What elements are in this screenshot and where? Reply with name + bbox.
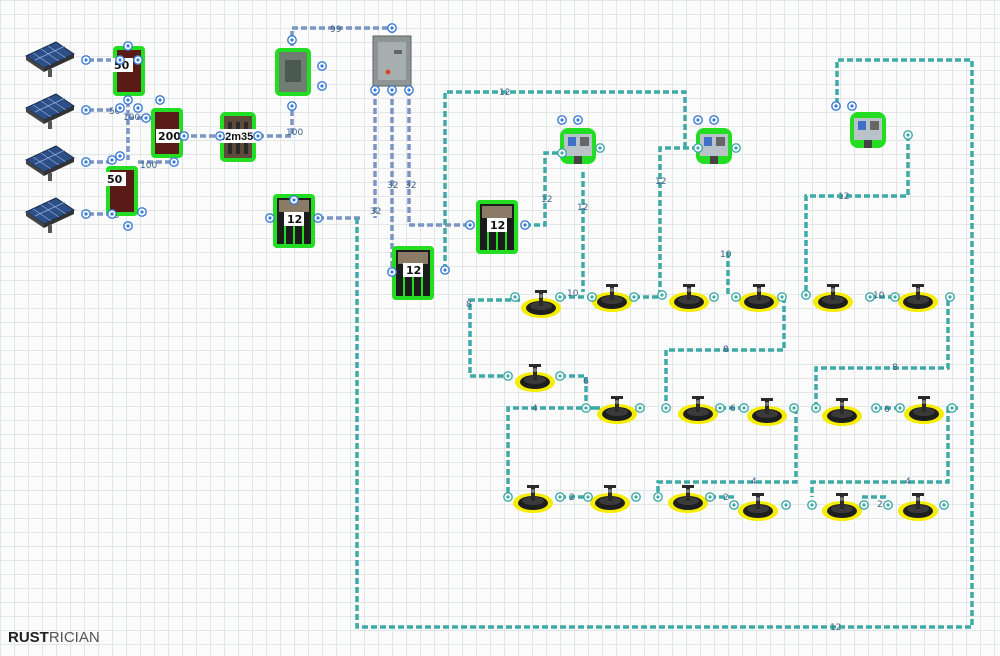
sprinkler-icon[interactable] xyxy=(521,290,561,318)
wire-label: 32 xyxy=(387,181,398,191)
wire-label: 8 xyxy=(892,363,898,373)
sprinkler-icon[interactable] xyxy=(597,396,637,424)
tank-level: 12 xyxy=(287,213,302,226)
sprinkler-icon[interactable] xyxy=(904,396,944,424)
wire-label: 12 xyxy=(541,195,552,205)
wire-label: 6 xyxy=(583,377,589,387)
sprinkler-icon[interactable] xyxy=(513,485,553,513)
wire-label: 4 xyxy=(905,477,911,487)
wire-label: 100 xyxy=(123,113,140,123)
logo-text: RUST xyxy=(8,629,49,646)
tank-level: 12 xyxy=(490,219,505,232)
wire-label: 12 xyxy=(499,88,510,98)
wire-label: 8 xyxy=(723,345,729,355)
sprinkler-icon[interactable] xyxy=(813,284,853,312)
wire-label: 12 xyxy=(655,177,666,187)
wire-label: 4 xyxy=(532,404,538,414)
sprinkler-icon[interactable] xyxy=(898,493,938,521)
splitter-panel[interactable] xyxy=(372,35,412,87)
wire-label: 100 xyxy=(140,161,157,171)
sprinkler-icon[interactable] xyxy=(668,485,708,513)
wire-label: 6 xyxy=(730,404,736,414)
wire-label: 12 xyxy=(830,623,841,633)
wire-label: 2 xyxy=(569,493,575,503)
wire-label: 2 xyxy=(723,493,729,503)
wire-label: 50 xyxy=(109,107,121,117)
sprinkler-icon[interactable] xyxy=(590,485,630,513)
wire-label: 10 xyxy=(720,250,732,260)
water-tank[interactable]: 12 xyxy=(391,245,435,301)
water-pump-icon[interactable] xyxy=(850,112,886,148)
water-ports[interactable] xyxy=(503,130,957,510)
wire-label: 6 xyxy=(884,405,890,415)
electrical-branch[interactable] xyxy=(275,48,311,96)
sprinkler-icon[interactable] xyxy=(515,364,555,392)
wire-label: 32 xyxy=(405,181,416,191)
sprinkler-icon[interactable] xyxy=(898,284,938,312)
water-tank[interactable]: 12 xyxy=(475,199,519,255)
wire-label: 100 xyxy=(286,128,303,138)
wire-label: 32 xyxy=(370,207,381,217)
water-pipes xyxy=(355,58,974,629)
wire-label: 2 xyxy=(877,500,883,510)
water-tank[interactable]: 12 xyxy=(272,193,316,249)
timer-device[interactable]: 42m35s xyxy=(218,112,259,162)
battery-large-3[interactable]: 50 xyxy=(104,166,138,216)
water-pump-icon[interactable] xyxy=(560,128,596,164)
wire-labels: 50 50 100 100 50 100 99 32 32 32 12 12 1… xyxy=(108,25,911,633)
solar-panel-icon[interactable] xyxy=(25,197,75,234)
rustrician-logo: RUSTRICIAN xyxy=(8,629,100,646)
battery-large-2[interactable]: 200 xyxy=(151,108,183,158)
tank-level: 12 xyxy=(406,264,421,277)
solar-panel-icon[interactable] xyxy=(25,41,75,78)
sprinkler-icon[interactable] xyxy=(822,493,862,521)
wire-label: 10 xyxy=(873,291,885,301)
wire-label: 12 xyxy=(838,192,849,202)
sprinklers xyxy=(513,284,944,521)
sprinkler-icon[interactable] xyxy=(669,284,709,312)
wire-label: 12 xyxy=(577,203,588,213)
solar-panel-icon[interactable] xyxy=(25,145,75,182)
sprinkler-icon[interactable] xyxy=(747,398,787,426)
sprinkler-icon[interactable] xyxy=(739,284,779,312)
sprinkler-icon[interactable] xyxy=(592,284,632,312)
battery-charge: 50 xyxy=(107,173,123,186)
wire-label: 4 xyxy=(751,477,757,487)
solar-panel-icon[interactable] xyxy=(25,93,75,130)
sprinkler-icon[interactable] xyxy=(678,396,718,424)
sprinkler-icon[interactable] xyxy=(738,493,778,521)
battery-large-1[interactable]: 50 xyxy=(111,46,145,96)
wire-label: 8 xyxy=(466,300,472,310)
logo-text: RICIAN xyxy=(48,629,100,646)
battery-charge: 200 xyxy=(158,130,181,143)
timer-readout: 42m35s xyxy=(219,131,259,143)
wire-label: 99 xyxy=(330,25,342,35)
wire-label: 10 xyxy=(567,289,579,299)
sprinkler-icon[interactable] xyxy=(822,398,862,426)
